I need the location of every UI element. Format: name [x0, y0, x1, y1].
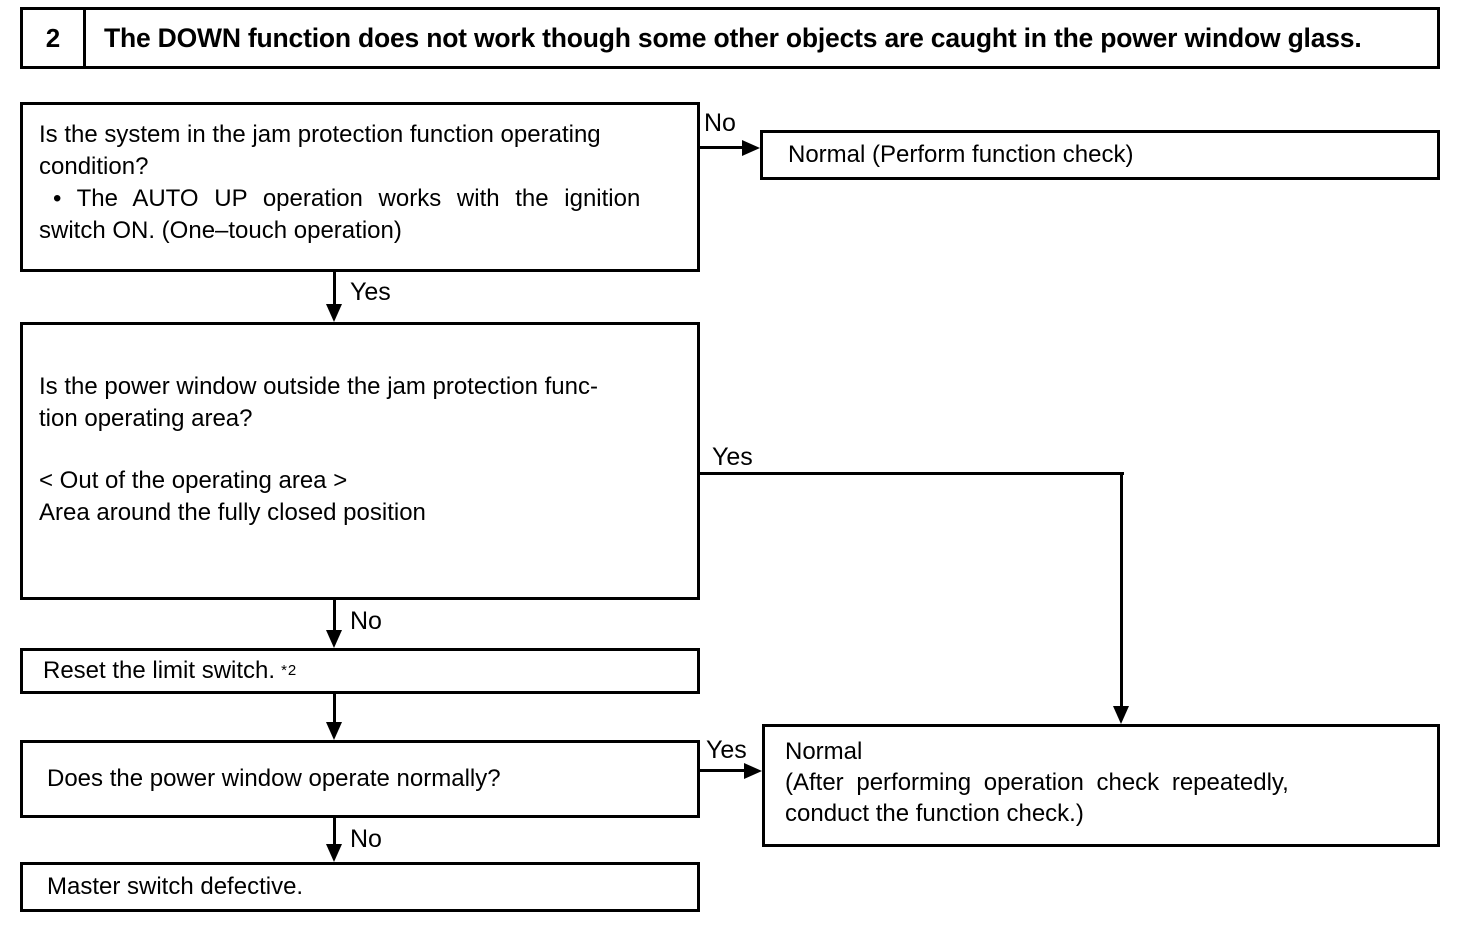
header-title: The DOWN function does not work though s…: [104, 22, 1362, 53]
node-normal-function-check: Normal (Perform function check): [760, 130, 1440, 180]
footnote-marker: *2: [281, 662, 298, 679]
node-reset-limit-switch: Reset the limit switch. *2: [20, 648, 700, 694]
box-text-line: condition?: [39, 153, 149, 180]
label-q2-yes: Yes: [712, 443, 753, 471]
label-q1-no: No: [704, 109, 736, 137]
label-q1-yes: Yes: [350, 278, 391, 306]
box-text-line: < Out of the operating area >: [39, 467, 348, 494]
box-text-line: Normal (Perform function check): [788, 141, 1134, 168]
box-text-line: conduct the function check.): [785, 800, 1084, 827]
arrow-reset-down-line: [333, 694, 336, 724]
node-normal-after-check: Normal (After performing operation check…: [762, 724, 1440, 847]
box-text-line: (After performing operation check repeat…: [785, 769, 1289, 796]
arrow-q2-no-line: [333, 600, 336, 632]
box-text-line: Master switch defective.: [47, 873, 304, 900]
arrow-q2-no-head: [326, 630, 342, 648]
node-operate-normally-question: Does the power window operate normally?: [20, 740, 700, 818]
box-text-line: Is the power window outside the jam prot…: [39, 373, 598, 400]
box-text-line: Area around the fully closed position: [39, 499, 426, 526]
box-text-line: Does the power window operate normally?: [47, 765, 501, 792]
header: 2 The DOWN function does not work though…: [20, 7, 1440, 69]
arrow-q2-yes-hline: [700, 472, 1124, 475]
box-text-line: Reset the limit switch.: [43, 657, 276, 684]
arrow-q1-no-line: [700, 146, 746, 149]
arrow-q2-yes-vline: [1120, 472, 1123, 708]
box-text-line: switch ON. (One–touch operation): [39, 217, 402, 244]
arrow-q2-yes-head: [1113, 706, 1129, 724]
node-jam-condition-question: Is the system in the jam protection func…: [20, 102, 700, 272]
node-master-switch-defective: Master switch defective.: [20, 862, 700, 912]
arrow-q3-no-line: [333, 818, 336, 846]
label-q3-yes: Yes: [706, 736, 747, 764]
arrow-q3-yes-line: [700, 769, 746, 772]
arrow-q1-yes-line: [333, 272, 336, 306]
arrow-reset-down-head: [326, 722, 342, 740]
label-q3-no: No: [350, 825, 382, 853]
box-text-spacer: [39, 435, 681, 465]
arrow-q1-yes-head: [326, 304, 342, 322]
box-text-line: Is the system in the jam protection func…: [39, 121, 601, 148]
header-number-cell: 2: [23, 10, 86, 66]
arrow-q1-no-head: [742, 140, 760, 156]
box-text-line: • The AUTO UP operation works with the i…: [53, 185, 641, 212]
box-text-line: Normal: [785, 738, 863, 765]
arrow-q3-no-head: [326, 844, 342, 862]
arrow-q3-yes-head: [744, 763, 762, 779]
box-text-line: tion operating area?: [39, 405, 253, 432]
node-operating-area-question: Is the power window outside the jam prot…: [20, 322, 700, 600]
header-number: 2: [45, 22, 61, 53]
label-q2-no: No: [350, 607, 382, 635]
